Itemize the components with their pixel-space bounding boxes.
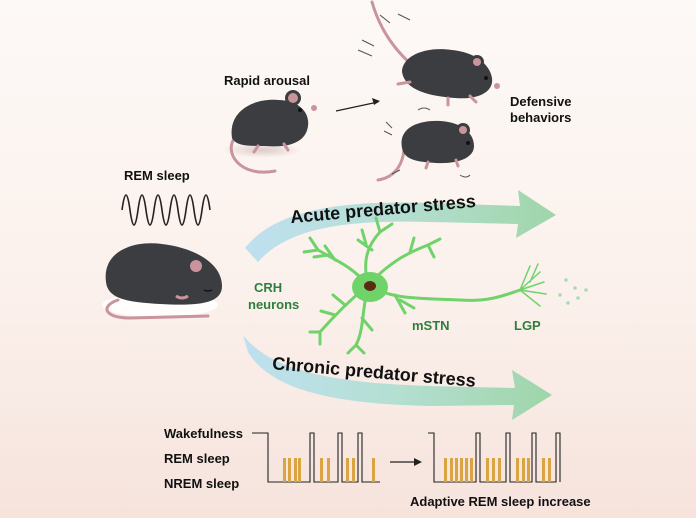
defensive-label: Defensive: [510, 94, 572, 109]
alert-mouse: [222, 90, 317, 174]
rem-trace-label: REM sleep: [164, 451, 230, 466]
acute-stress-arrow: [245, 190, 556, 262]
crh-neuron: [302, 216, 547, 355]
neurons-label: neurons: [248, 297, 300, 312]
nrem-trace-label: NREM sleep: [164, 476, 240, 491]
baseline-hypnogram: [262, 432, 380, 483]
hypnogram-arrow: [390, 458, 422, 466]
neuron-nucleus: [364, 281, 376, 291]
crh-label: CRH: [254, 280, 283, 295]
stress-hypnogram: [428, 432, 561, 483]
lgp-label: LGP: [514, 318, 541, 333]
rem-sleep-title: REM sleep: [124, 168, 190, 183]
adaptive-rem-label: Adaptive REM sleep increase: [410, 494, 591, 509]
chronic-stress-arrow: [243, 335, 552, 420]
behaviors-label: behaviors: [510, 110, 572, 125]
vesicle-dots: [558, 278, 588, 305]
rapid-arousal-label: Rapid arousal: [224, 73, 310, 88]
wakefulness-label: Wakefulness: [164, 426, 243, 441]
freezing-mouse: [376, 107, 474, 182]
mstn-label: mSTN: [412, 318, 450, 333]
transition-arrow: [335, 98, 380, 112]
sleeping-mouse: [102, 243, 222, 320]
rem-oscillation-wave: [121, 194, 211, 226]
running-mouse: [357, 0, 500, 107]
